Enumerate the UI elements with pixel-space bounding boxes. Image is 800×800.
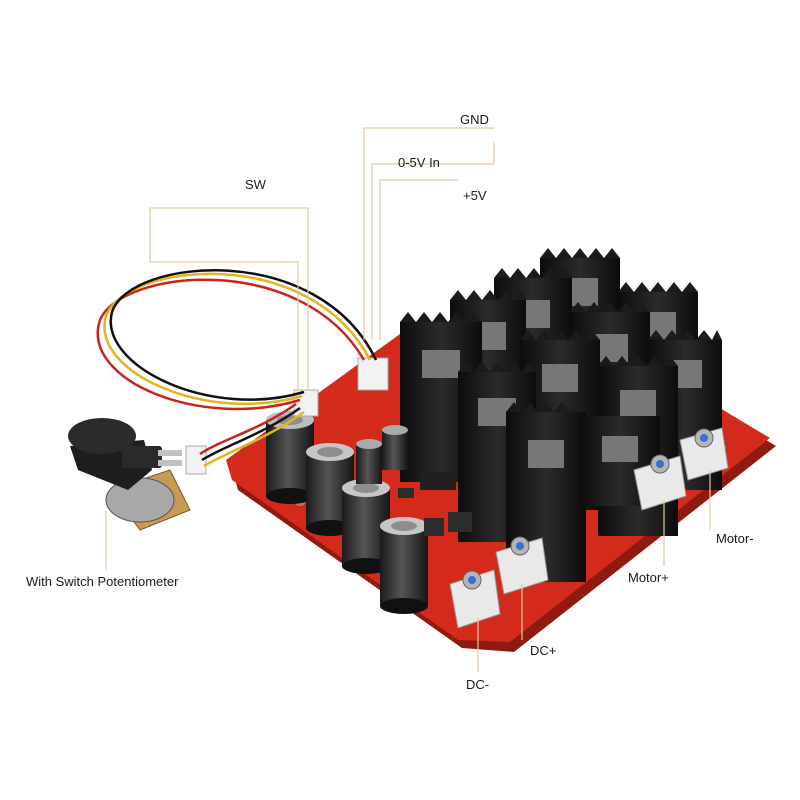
label-motor-minus: Motor- — [716, 531, 754, 546]
connectors — [185, 357, 389, 475]
potentiometer — [68, 418, 191, 531]
wire-bundle — [96, 269, 378, 468]
heatsink-array — [400, 248, 722, 582]
leader-lines — [105, 127, 711, 672]
label-dc-minus: DC- — [466, 677, 490, 692]
label-motor-plus: Motor+ — [628, 570, 669, 585]
ic-chips — [398, 472, 472, 536]
terminal-blocks — [449, 427, 729, 629]
label-with-switch-potentiometer: With Switch Potentiometer — [26, 574, 179, 589]
label-dc-plus: DC+ — [530, 643, 557, 658]
label-0-5v-in: 0-5V In — [398, 155, 440, 170]
label-plus-5v: +5V — [463, 188, 487, 203]
label-gnd: GND — [460, 112, 489, 127]
label-sw: SW — [245, 177, 266, 192]
